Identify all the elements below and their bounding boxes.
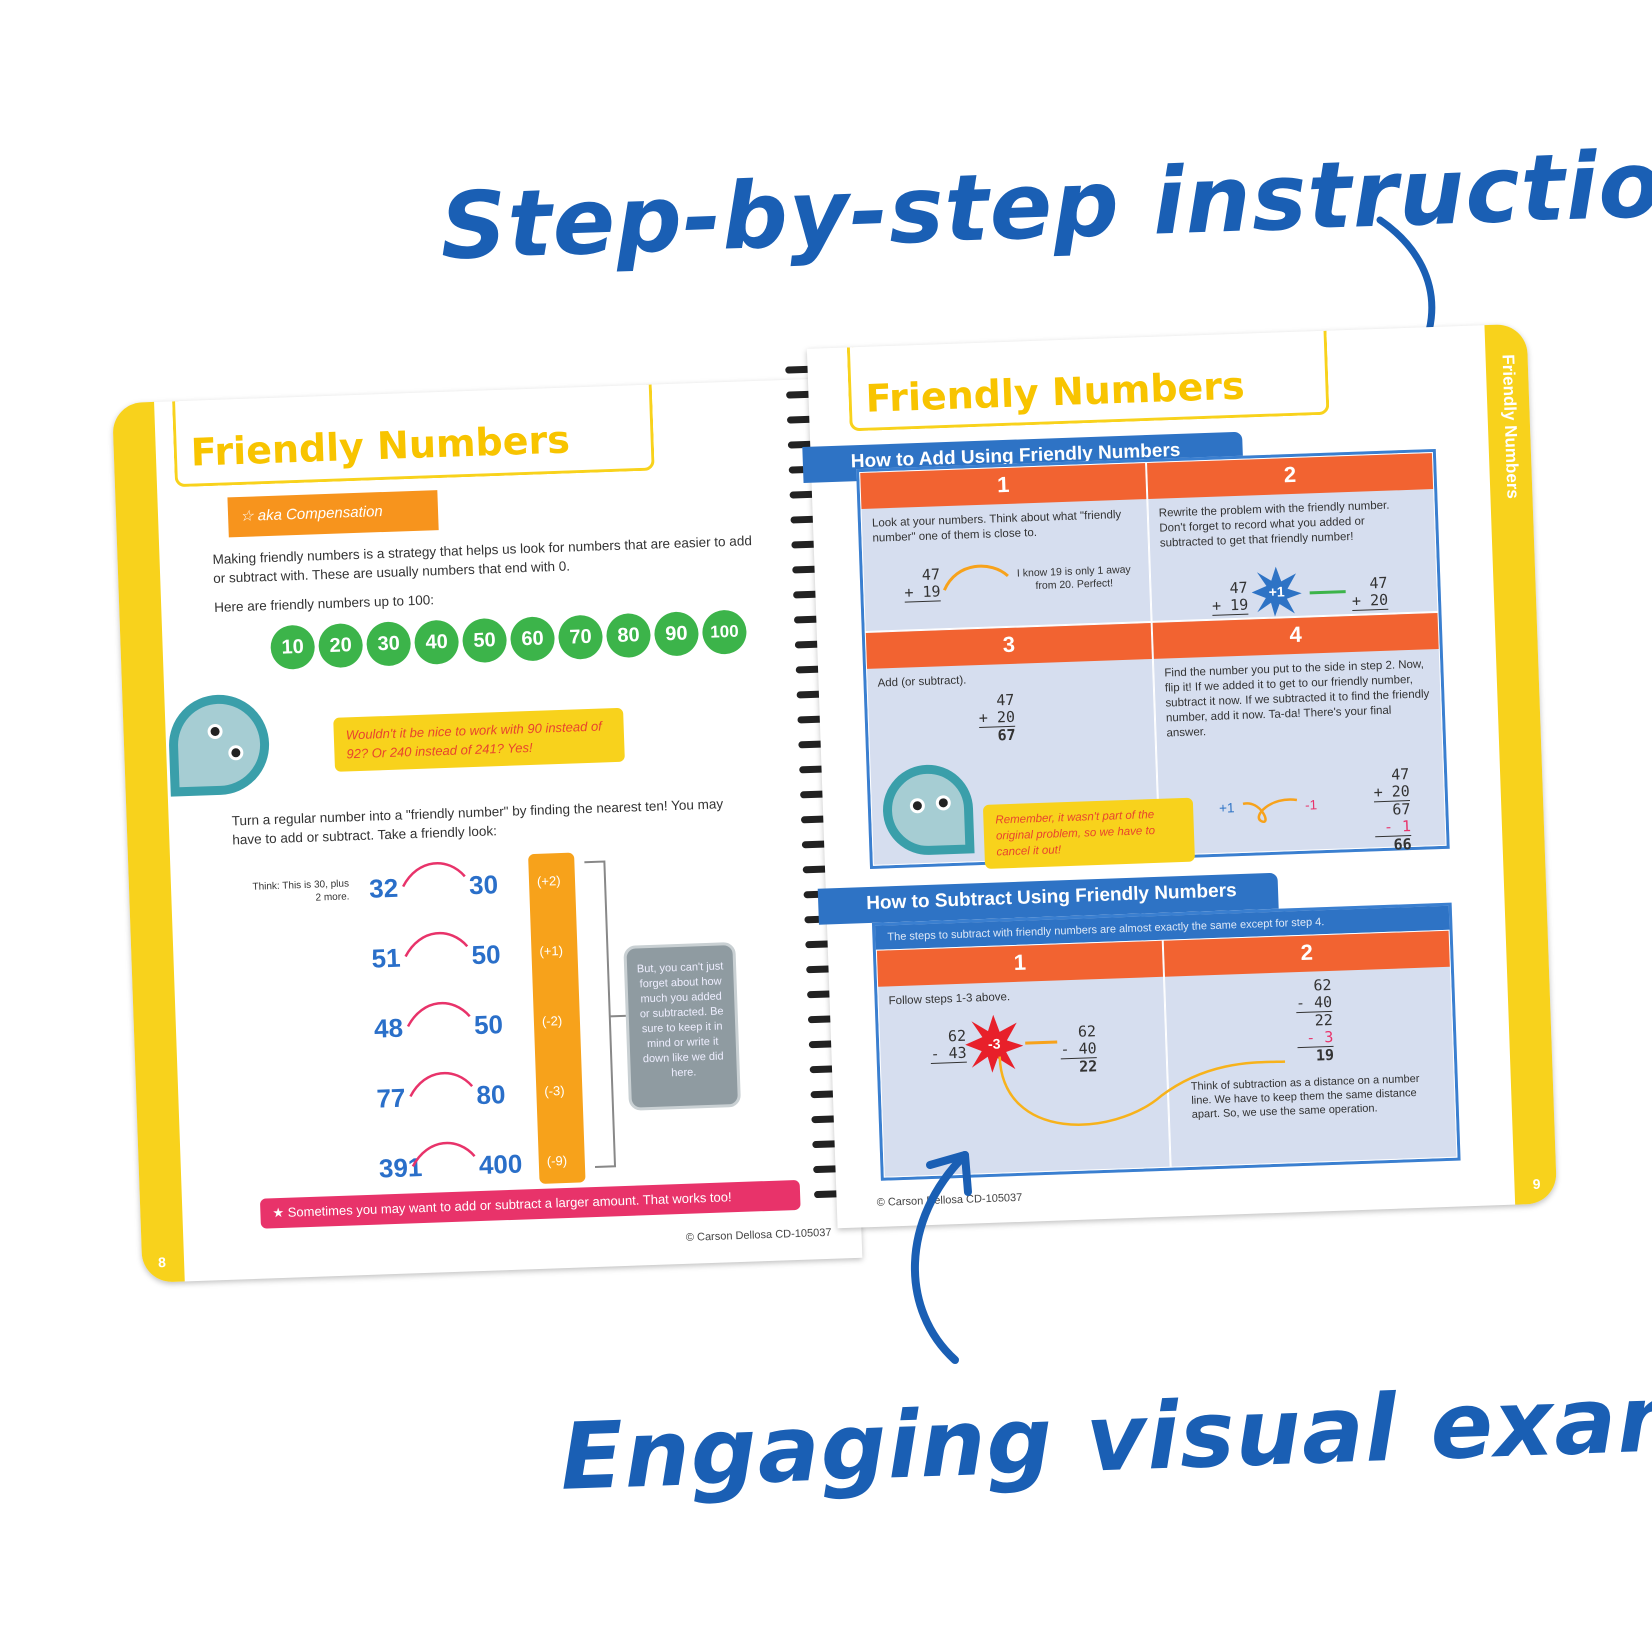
curved-arrow-icon [411,1141,476,1167]
curved-arrow-icon [910,1151,972,1364]
callout-step-by-step: Step-by-step instructions [438,126,1652,281]
side-tab-label: Friendly Numbers [1498,354,1523,500]
left-page: 8 Friendly Numbers ☆ aka Compensation Ma… [112,378,863,1283]
callout-visual-examples: Engaging visual examples [558,1356,1652,1511]
think-note: Think: This is 30, plus 2 more. [252,878,350,904]
friendly-number: 30 [468,869,499,901]
example-row: 32 30 (+2) [369,861,620,910]
subtitle-banner: ☆ aka Compensation [227,490,439,538]
page-title-box: Friendly Numbers [846,330,1330,432]
page-title: Friendly Numbers [864,363,1246,421]
burst-badge: -3 [964,1014,1024,1074]
friendly-number: 20 [317,622,364,669]
loop-arrow-icon [1242,798,1298,823]
friendly-number: 50 [473,1009,504,1041]
change-amount: (-3) [544,1083,565,1099]
flip-from: +1 [1218,800,1235,816]
curved-arrow-icon [942,564,1009,591]
step-text: Look at your numbers. Think about what "… [871,508,1122,545]
flip-to: -1 [1304,797,1318,813]
tip-text: Sometimes you may want to add or subtrac… [287,1189,732,1220]
example-row: 48 50 (-2) [373,1001,624,1050]
friendly-number: 60 [509,616,556,662]
add-step-4: 4 Find the number you put to the side in… [1151,611,1447,856]
curved-arrow-icon [402,862,466,888]
friendly-number: 400 [478,1148,523,1181]
tip-banner: ★ Sometimes you may want to add or subtr… [259,1179,801,1229]
instructions-text: Turn a regular number into a "friendly n… [231,796,724,848]
friendly-number: 30 [365,621,412,667]
original-number: 32 [368,872,399,904]
star-icon: ★ [272,1204,288,1221]
original-number: 48 [373,1012,404,1044]
burst-badge: +1 [1251,566,1303,618]
mascot-speech-bubble: Remember, it wasn't part of the original… [982,797,1195,869]
side-strip: Friendly Numbers 9 [1484,323,1558,1205]
copyright: © Carson Dellosa CD-105037 [685,1226,832,1244]
right-page: Friendly Numbers 9 Friendly Numbers How … [802,323,1558,1229]
step-text: Rewrite the problem with the friendly nu… [1158,499,1390,550]
example-row: 51 50 (+1) [371,931,622,980]
curved-arrow-icon [404,932,469,958]
add-steps-panel: 1 Look at your numbers. Think about what… [856,448,1450,869]
step-text: Find the number you put to the side in s… [1164,658,1430,740]
friendly-number: 80 [605,612,652,659]
change-amount: (+2) [536,873,561,889]
page-title-box: Friendly Numbers [172,384,655,488]
page-title: Friendly Numbers [190,417,571,475]
friendly-number: 50 [471,939,501,971]
math-problem: 62- 43 [930,1026,967,1064]
subtitle: aka Compensation [257,503,384,525]
mascot-speech-bubble: Wouldn't it be nice to work with 90 inst… [333,707,625,772]
friendly-number: 50 [461,617,508,664]
change-amount: (-2) [541,1013,563,1029]
original-number: 77 [375,1082,406,1114]
star-icon: ☆ [239,507,259,525]
friendly-number: 100 [701,609,748,655]
friendly-number-list: 10 20 30 40 50 60 70 80 90 100 [269,609,748,670]
example-row: 77 80 (-3) [376,1071,627,1120]
page-number: 8 [157,1254,167,1271]
step-note: I know 19 is only 1 away from 20. Perfec… [1016,563,1131,592]
friendly-number: 80 [475,1079,506,1111]
friendly-number: 70 [557,614,604,660]
curved-arrow-icon [409,1071,474,1097]
intro-text: Making friendly numbers is a strategy th… [212,533,753,586]
curved-arrow-icon [406,1002,471,1028]
change-amount: (-9) [546,1152,568,1169]
page-number: 9 [1532,1175,1541,1193]
reminder-box: But, you can't just forget about how muc… [623,941,742,1111]
side-strip: 8 [112,401,185,1283]
change-amount: (+1) [539,942,564,959]
arrow-icon [1309,590,1346,595]
list-label: Here are friendly numbers up to 100: [214,592,435,615]
math-problem: 47+ 19 [904,565,941,603]
arrow-icon [1025,1040,1058,1045]
step-number: 2 [1163,930,1450,977]
add-step-1: 1 Look at your numbers. Think about what… [859,462,1152,632]
friendly-number: 10 [269,624,316,670]
friendly-number: 90 [653,611,700,657]
original-number: 51 [371,942,402,974]
example-row: 391 400 (-9) [378,1141,629,1190]
math-problem: 47+ 19 [1211,578,1249,616]
add-step-2: 2 Rewrite the problem with the friendly … [1146,452,1439,622]
mascot-icon [167,693,271,797]
friendly-number: 40 [413,619,460,665]
step-text: Think of subtraction as a distance on a … [1190,1072,1420,1121]
math-problem: 47+ 20 [1351,573,1389,611]
